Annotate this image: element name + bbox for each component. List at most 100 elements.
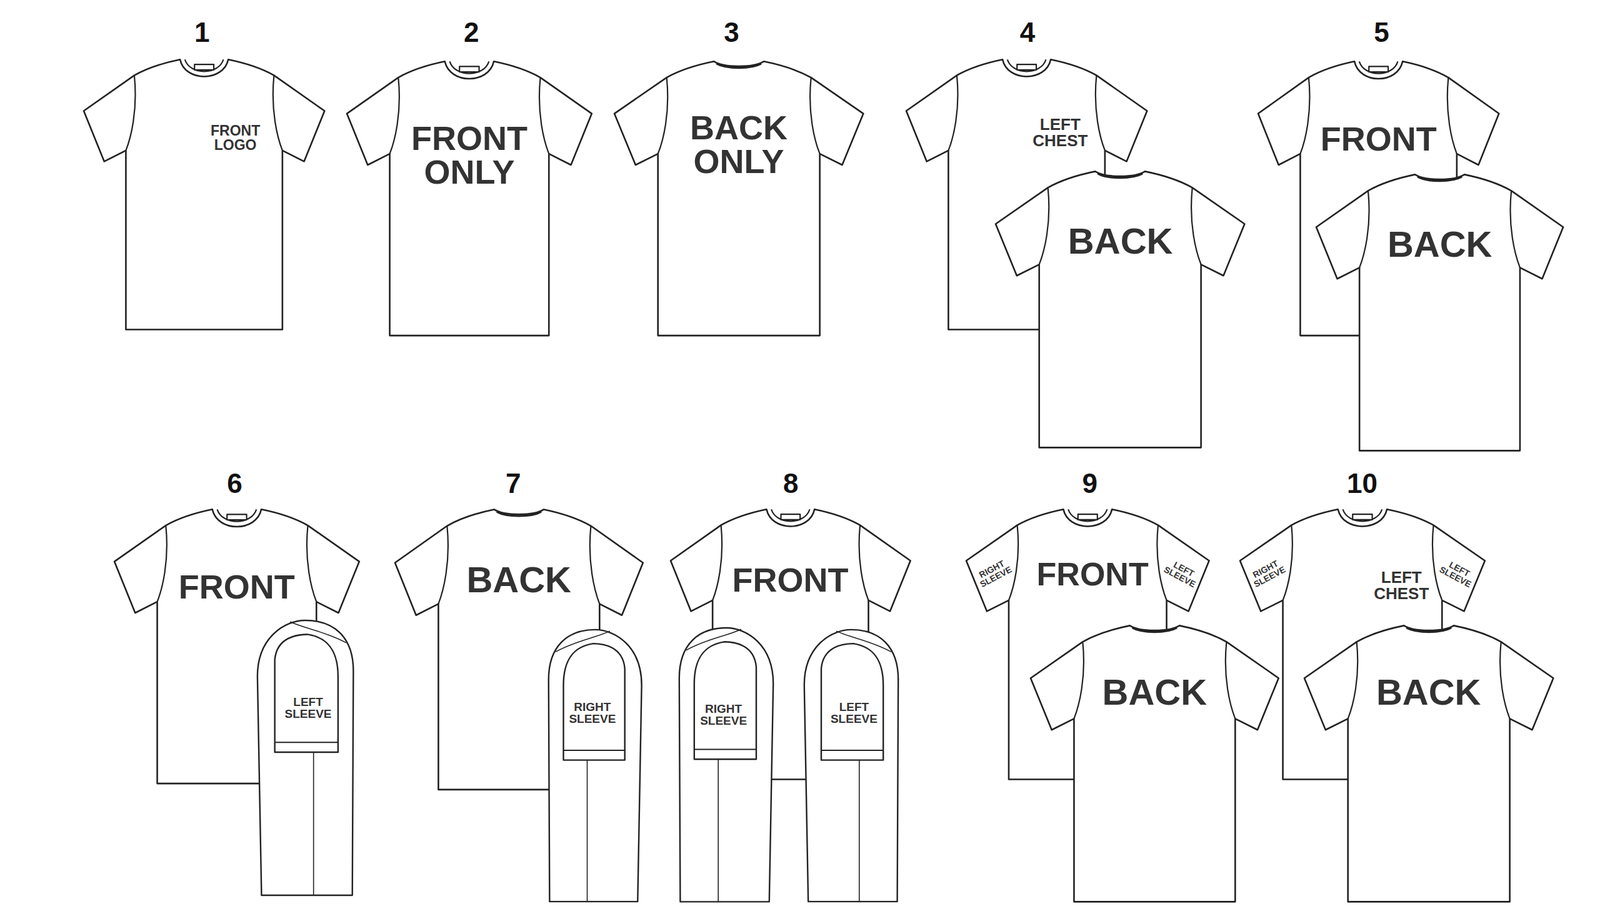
- print-location-label: FRONT ONLY: [411, 121, 528, 189]
- garment-shape: [614, 58, 864, 336]
- garment-outline: [694, 748, 757, 750]
- garment-shape: [1316, 171, 1564, 451]
- garment-outline: [274, 742, 338, 744]
- garment-shape: [346, 58, 592, 336]
- text-anchor: FRONT ONLY: [411, 121, 528, 189]
- garment-outline: [1347, 641, 1510, 719]
- print-location-label: BACK ONLY: [690, 110, 788, 179]
- garment-outline: [346, 61, 592, 336]
- garment-outline: [1304, 625, 1554, 902]
- garment-outline: [1007, 59, 1047, 72]
- print-location-label: BACK: [1068, 223, 1174, 260]
- print-location-label: FRONT LOGO: [210, 123, 260, 153]
- garment-shape: [1304, 622, 1554, 902]
- text-anchor: FRONT: [731, 563, 849, 597]
- garment-outline: [679, 628, 774, 902]
- garment-shape: [676, 622, 777, 902]
- text-anchor: BACK: [1376, 674, 1482, 711]
- garment-shape: [1030, 622, 1279, 902]
- tshirt-back: BACK ONLY: [614, 58, 864, 336]
- garment-outline: [1359, 191, 1520, 269]
- text-anchor: FRONT: [178, 570, 295, 604]
- garment-outline: [803, 630, 898, 902]
- tshirt-front: FRONT ONLY: [346, 58, 592, 336]
- garment-outline: [1417, 176, 1462, 182]
- garment-outline: [256, 620, 353, 896]
- garment-outline: [1359, 61, 1399, 74]
- garment-outline: [1073, 641, 1235, 719]
- text-anchor: LEFT SLEEVE: [830, 701, 878, 725]
- option-number: 5: [1373, 18, 1389, 47]
- tshirt-back: BACK: [1304, 622, 1554, 902]
- text-anchor: BACK: [1068, 223, 1174, 260]
- garment-outline: [821, 643, 884, 761]
- garment-outline: [185, 59, 224, 72]
- garment-outline: [216, 509, 257, 522]
- garment-shape: [995, 168, 1245, 448]
- garment-shape: [83, 56, 325, 330]
- text-anchor: RIGHT SLEEVE: [568, 701, 616, 725]
- garment-outline: [125, 75, 282, 150]
- garment-outline: [948, 75, 1105, 150]
- garment-outline: [1068, 509, 1107, 522]
- garment-outline: [1342, 509, 1382, 522]
- print-location-label: LEFT CHEST: [1373, 569, 1429, 602]
- text-anchor: BACK ONLY: [690, 110, 788, 179]
- sleeve-view: RIGHT SLEEVE: [676, 622, 777, 902]
- text-anchor: LEFT CHEST: [1032, 116, 1088, 149]
- option-number: 6: [226, 470, 242, 498]
- print-location-label: BACK: [466, 561, 572, 599]
- option-number: 1: [194, 18, 210, 47]
- text-anchor: FRONT LOGO: [210, 123, 260, 153]
- garment-outline: [1039, 188, 1202, 265]
- print-location-label: FRONT: [731, 563, 849, 597]
- garment-outline: [614, 61, 864, 336]
- garment-shape: [254, 615, 357, 896]
- garment-outline: [1030, 625, 1279, 902]
- text-anchor: FRONT: [1320, 121, 1437, 156]
- text-anchor: BACK: [466, 561, 572, 599]
- tshirt-back: BACK: [995, 168, 1245, 448]
- garment-shape: [545, 624, 645, 902]
- garment-outline: [395, 509, 644, 790]
- tshirt-back: BACK: [1316, 171, 1564, 451]
- garment-outline: [563, 750, 625, 752]
- garment-outline: [438, 526, 600, 605]
- print-location-label: LEFT CHEST: [1032, 116, 1088, 149]
- garment-outline: [1406, 628, 1452, 633]
- option-number: 7: [505, 470, 521, 498]
- text-anchor: LEFT CHEST: [1373, 569, 1429, 602]
- garment-outline: [1008, 525, 1167, 600]
- print-location-label: BACK: [1387, 226, 1493, 263]
- garment-outline: [771, 509, 810, 522]
- garment-outline: [114, 509, 360, 784]
- print-location-label: LEFT SLEEVE: [830, 701, 878, 725]
- option-number: 3: [723, 18, 739, 47]
- garment-outline: [563, 643, 625, 761]
- garment-outline: [496, 511, 541, 517]
- garment-outline: [716, 63, 762, 69]
- garment-outline: [450, 61, 490, 74]
- garment-outline: [995, 171, 1245, 449]
- garment-outline: [548, 630, 642, 902]
- print-location-label: FRONT: [178, 570, 295, 604]
- text-anchor: LEFT SLEEVE: [285, 696, 332, 720]
- garment-outline: [1132, 628, 1177, 633]
- option-number: 4: [1020, 18, 1035, 47]
- garment-outline: [1316, 175, 1564, 452]
- text-anchor: RIGHT SLEEVE: [700, 703, 747, 727]
- garment-outline: [821, 750, 884, 752]
- option-number: 10: [1346, 470, 1378, 498]
- garment-outline: [712, 525, 869, 600]
- print-location-label: BACK: [1102, 674, 1208, 711]
- text-anchor: BACK: [1387, 226, 1493, 263]
- tshirt-front: FRONT LOGO: [83, 56, 325, 330]
- print-location-label: FRONT: [1320, 121, 1437, 156]
- garment-outline: [694, 641, 757, 760]
- garment-outline: [274, 635, 338, 754]
- sleeve-view: LEFT SLEEVE: [801, 624, 902, 902]
- text-anchor: FRONT: [1036, 558, 1149, 591]
- text-anchor: BACK: [1102, 674, 1208, 711]
- sleeve-view: LEFT SLEEVE: [254, 615, 357, 896]
